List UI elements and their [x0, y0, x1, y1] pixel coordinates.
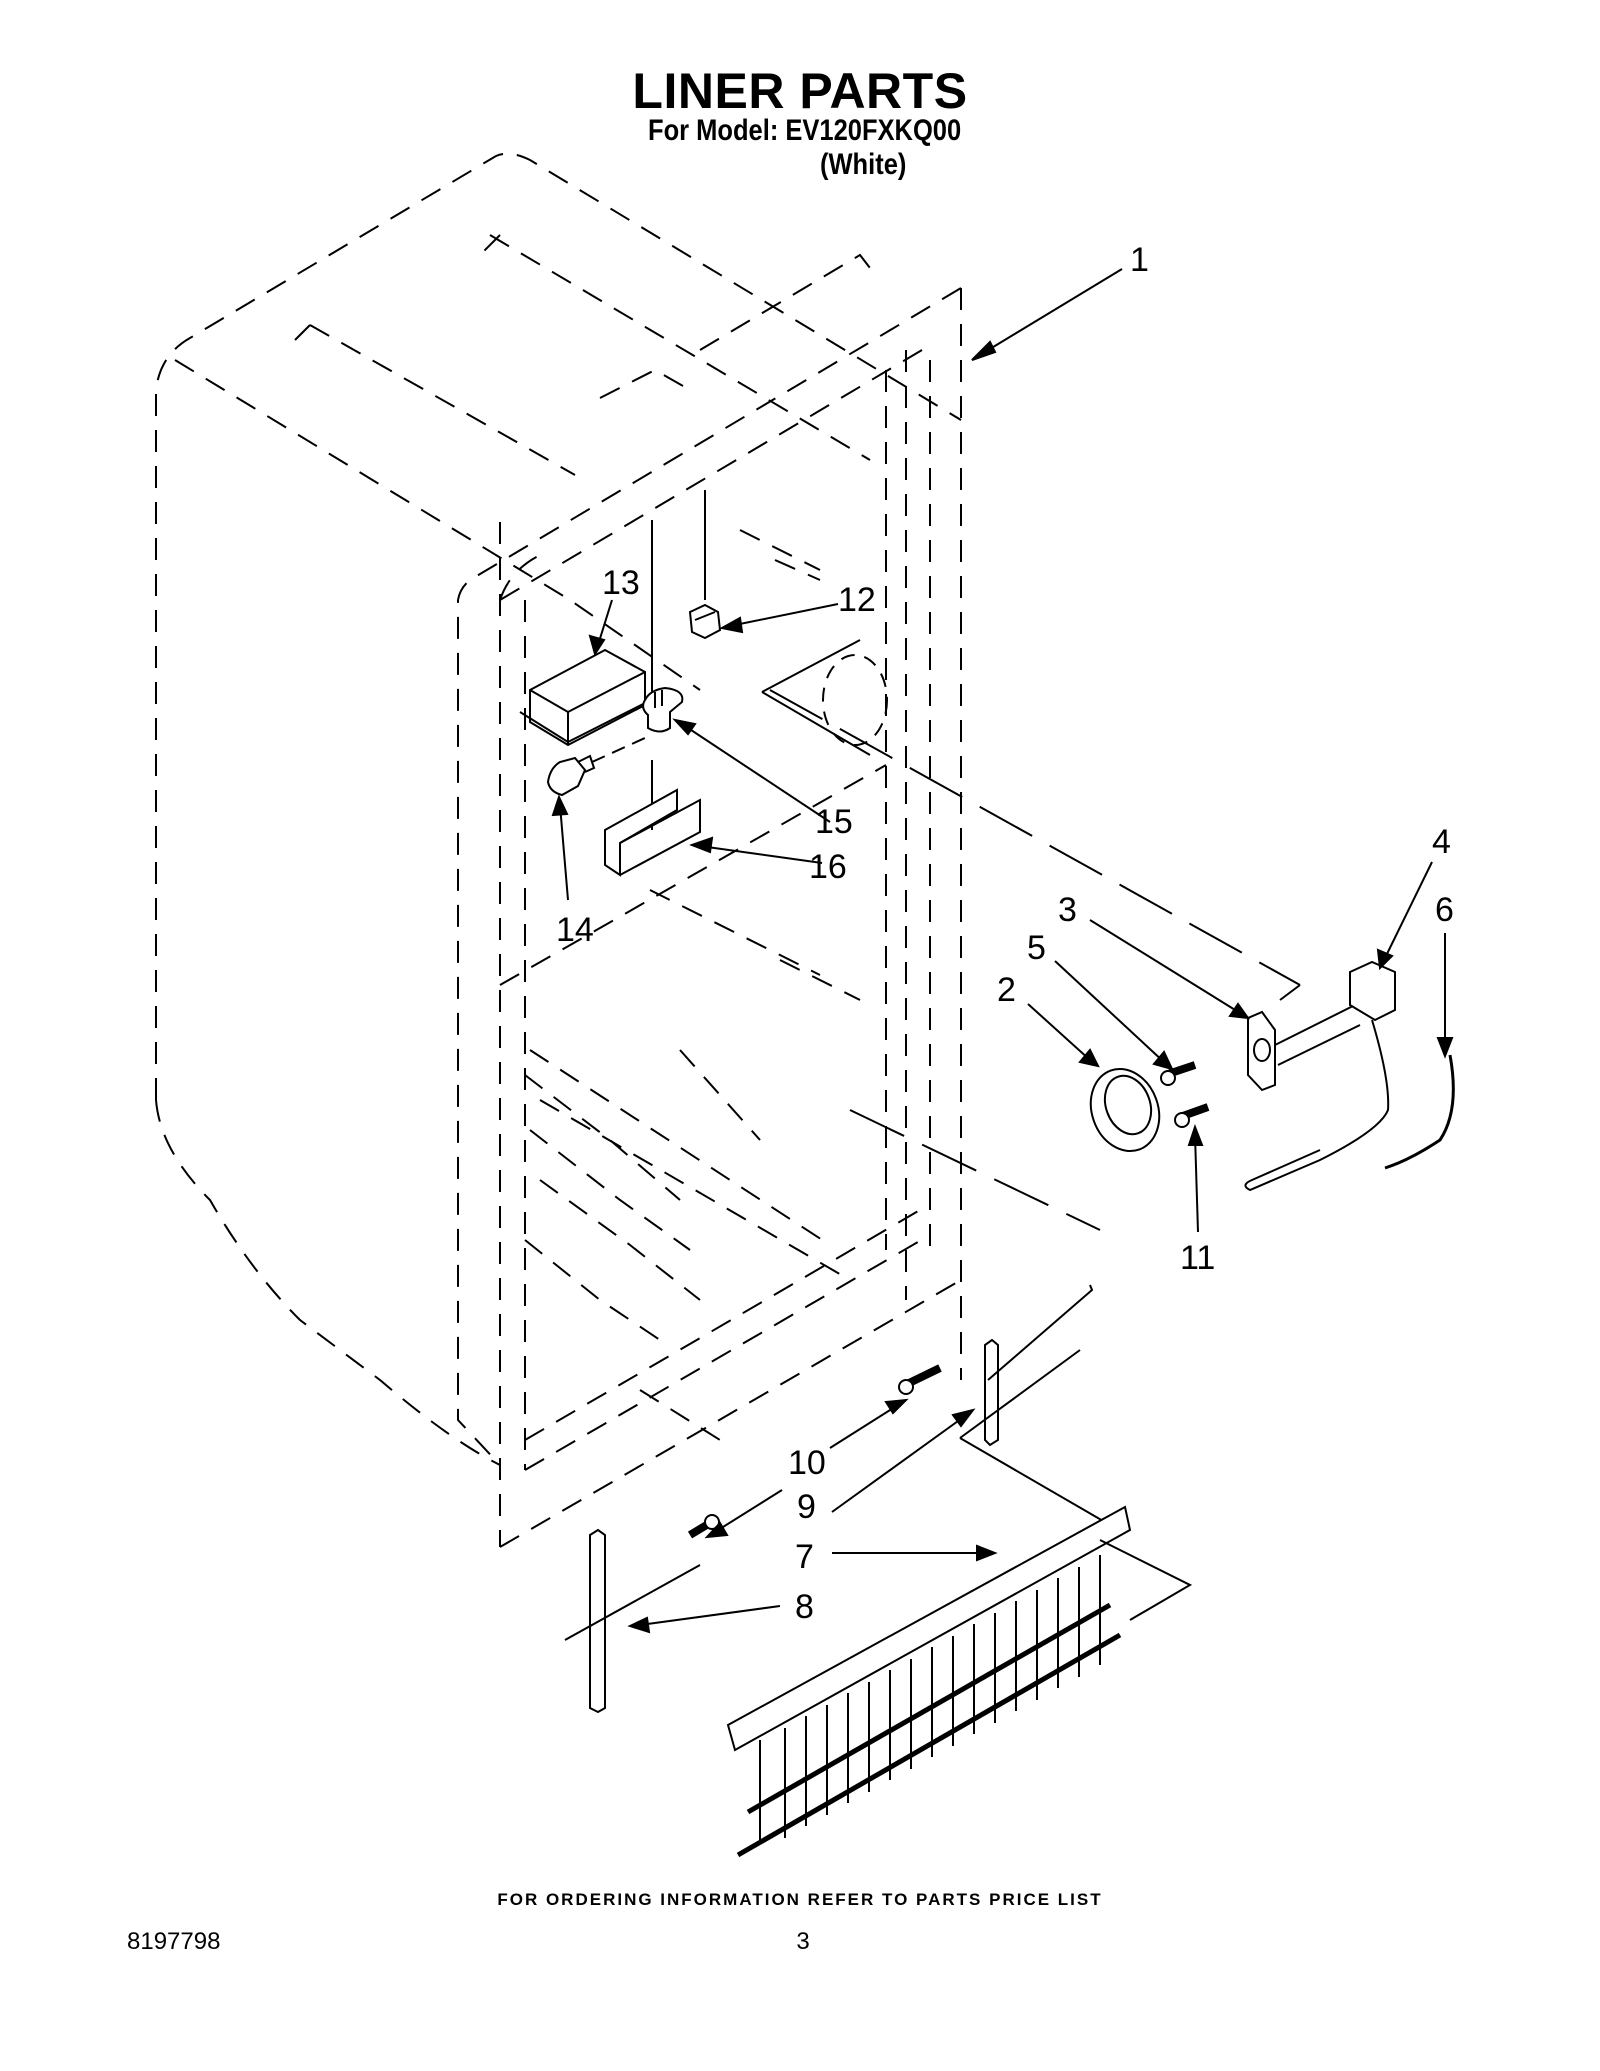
callout-4: 4	[1432, 823, 1451, 861]
callout-13: 13	[602, 564, 640, 602]
callout-14: 14	[556, 911, 594, 949]
thermostat-assembly	[769, 689, 1455, 1231]
callout-6: 6	[1435, 891, 1454, 929]
part-14-bulb	[546, 737, 646, 797]
model-number: For Model: EV120FXKQ00	[648, 114, 962, 147]
callout-12: 12	[838, 581, 876, 619]
callout-5: 5	[1027, 929, 1046, 967]
page-title: LINER PARTS	[632, 63, 968, 119]
page-number: 3	[796, 1928, 810, 1955]
document-number: 8197798	[127, 1928, 221, 1955]
callout-15: 15	[815, 803, 853, 841]
cabinet-liner-outline	[155, 152, 962, 1548]
callout-9: 9	[797, 1488, 816, 1526]
ordering-note: FOR ORDERING INFORMATION REFER TO PARTS …	[497, 1890, 1103, 1909]
basket-hardware	[564, 1284, 1193, 1858]
part-16-shield	[604, 788, 701, 877]
callout-11: 11	[1180, 1239, 1216, 1277]
callout-2: 2	[997, 971, 1016, 1009]
callout-8: 8	[795, 1588, 814, 1626]
callout-3: 3	[1058, 891, 1077, 929]
model-color: (White)	[820, 148, 907, 181]
part-13-box	[519, 648, 656, 747]
callout-16: 16	[809, 848, 847, 886]
part-12-clip	[688, 603, 722, 640]
light-housing-assembly	[651, 490, 888, 830]
callout-1: 1	[1130, 241, 1149, 279]
callout-leaders	[551, 268, 1454, 1634]
callout-7: 7	[795, 1538, 814, 1576]
part-15-socket	[642, 686, 684, 733]
callout-10: 10	[788, 1444, 826, 1482]
